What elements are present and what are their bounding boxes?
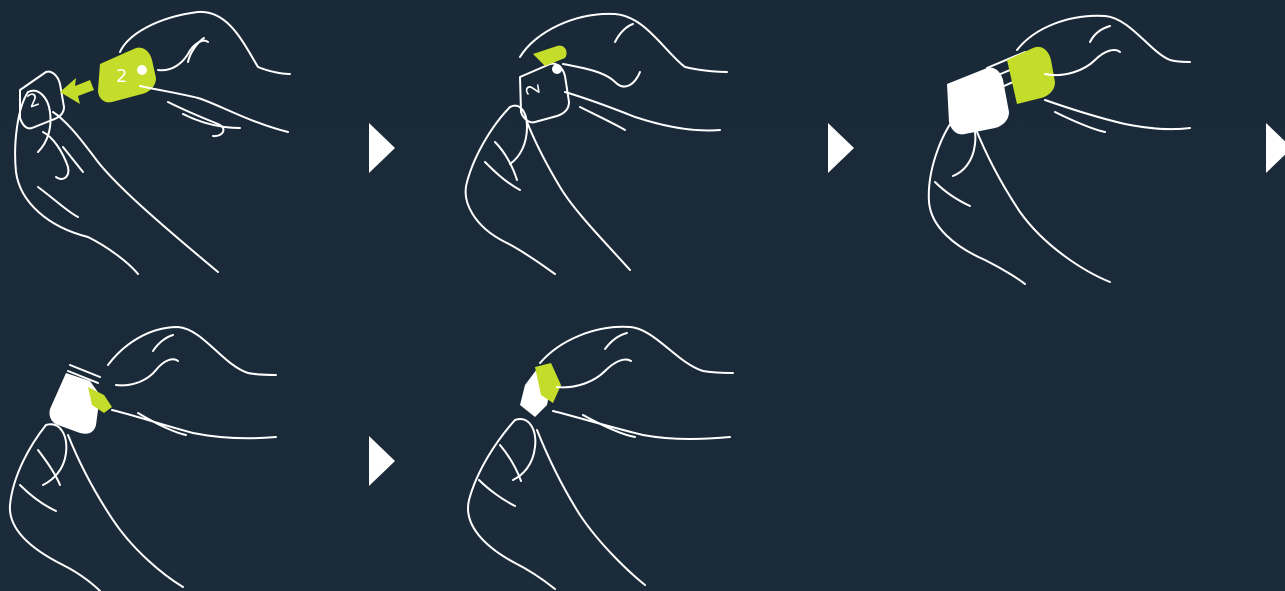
hand-left-icon [466, 106, 630, 274]
sensor-applicator-icon: 2 [98, 48, 156, 103]
hand-left-icon [10, 424, 183, 591]
sensor-assembled-icon: 2 [520, 46, 569, 123]
sensor-digit: 2 [522, 82, 545, 97]
hand-right-icon [540, 327, 733, 439]
insert-arrow-icon [60, 78, 94, 104]
play-arrow-icon [369, 436, 395, 486]
applicator-removed-cap-icon [520, 363, 561, 417]
play-arrow-icon [1266, 123, 1285, 173]
applicator-cap-icon [947, 47, 1055, 134]
step-3 [925, 12, 1205, 292]
hand-left-icon [15, 91, 218, 274]
hand-right-icon [520, 14, 727, 131]
sensor-cap-icon: 2 [20, 72, 64, 129]
step-1-illustration: 2 2 [8, 12, 308, 282]
hand-left-icon [468, 419, 645, 589]
play-arrow-icon [369, 123, 395, 173]
step-5-illustration [465, 325, 745, 591]
play-arrow-icon [828, 123, 854, 173]
step-2: 2 [465, 12, 745, 282]
step-1: 2 2 [8, 12, 308, 282]
applicator-digit: 2 [116, 66, 127, 87]
step-4 [8, 325, 288, 591]
step-4-illustration [8, 325, 288, 591]
step-5 [465, 325, 745, 591]
applicator-twist-icon [49, 365, 112, 434]
hand-left-icon [929, 116, 1110, 284]
step-2-illustration: 2 [465, 12, 745, 282]
step-3-illustration [925, 12, 1205, 292]
hand-right-icon [108, 327, 276, 438]
